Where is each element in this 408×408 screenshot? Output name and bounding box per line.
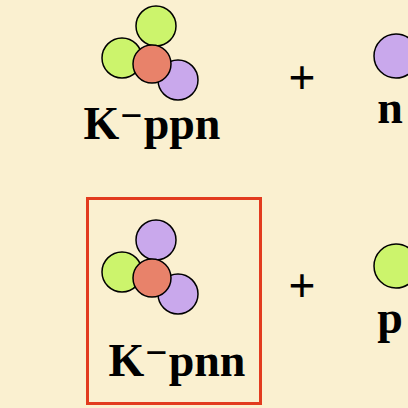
nucleon-label: n xyxy=(377,85,403,131)
highlight-box: K⁻pnn xyxy=(86,197,262,405)
cluster-label: K⁻pnn xyxy=(109,338,246,384)
cluster-label: K⁻ppn xyxy=(84,101,221,147)
plus-sign: + xyxy=(288,262,315,310)
nucleon-label: p xyxy=(377,295,403,341)
plus-sign: + xyxy=(288,54,315,102)
